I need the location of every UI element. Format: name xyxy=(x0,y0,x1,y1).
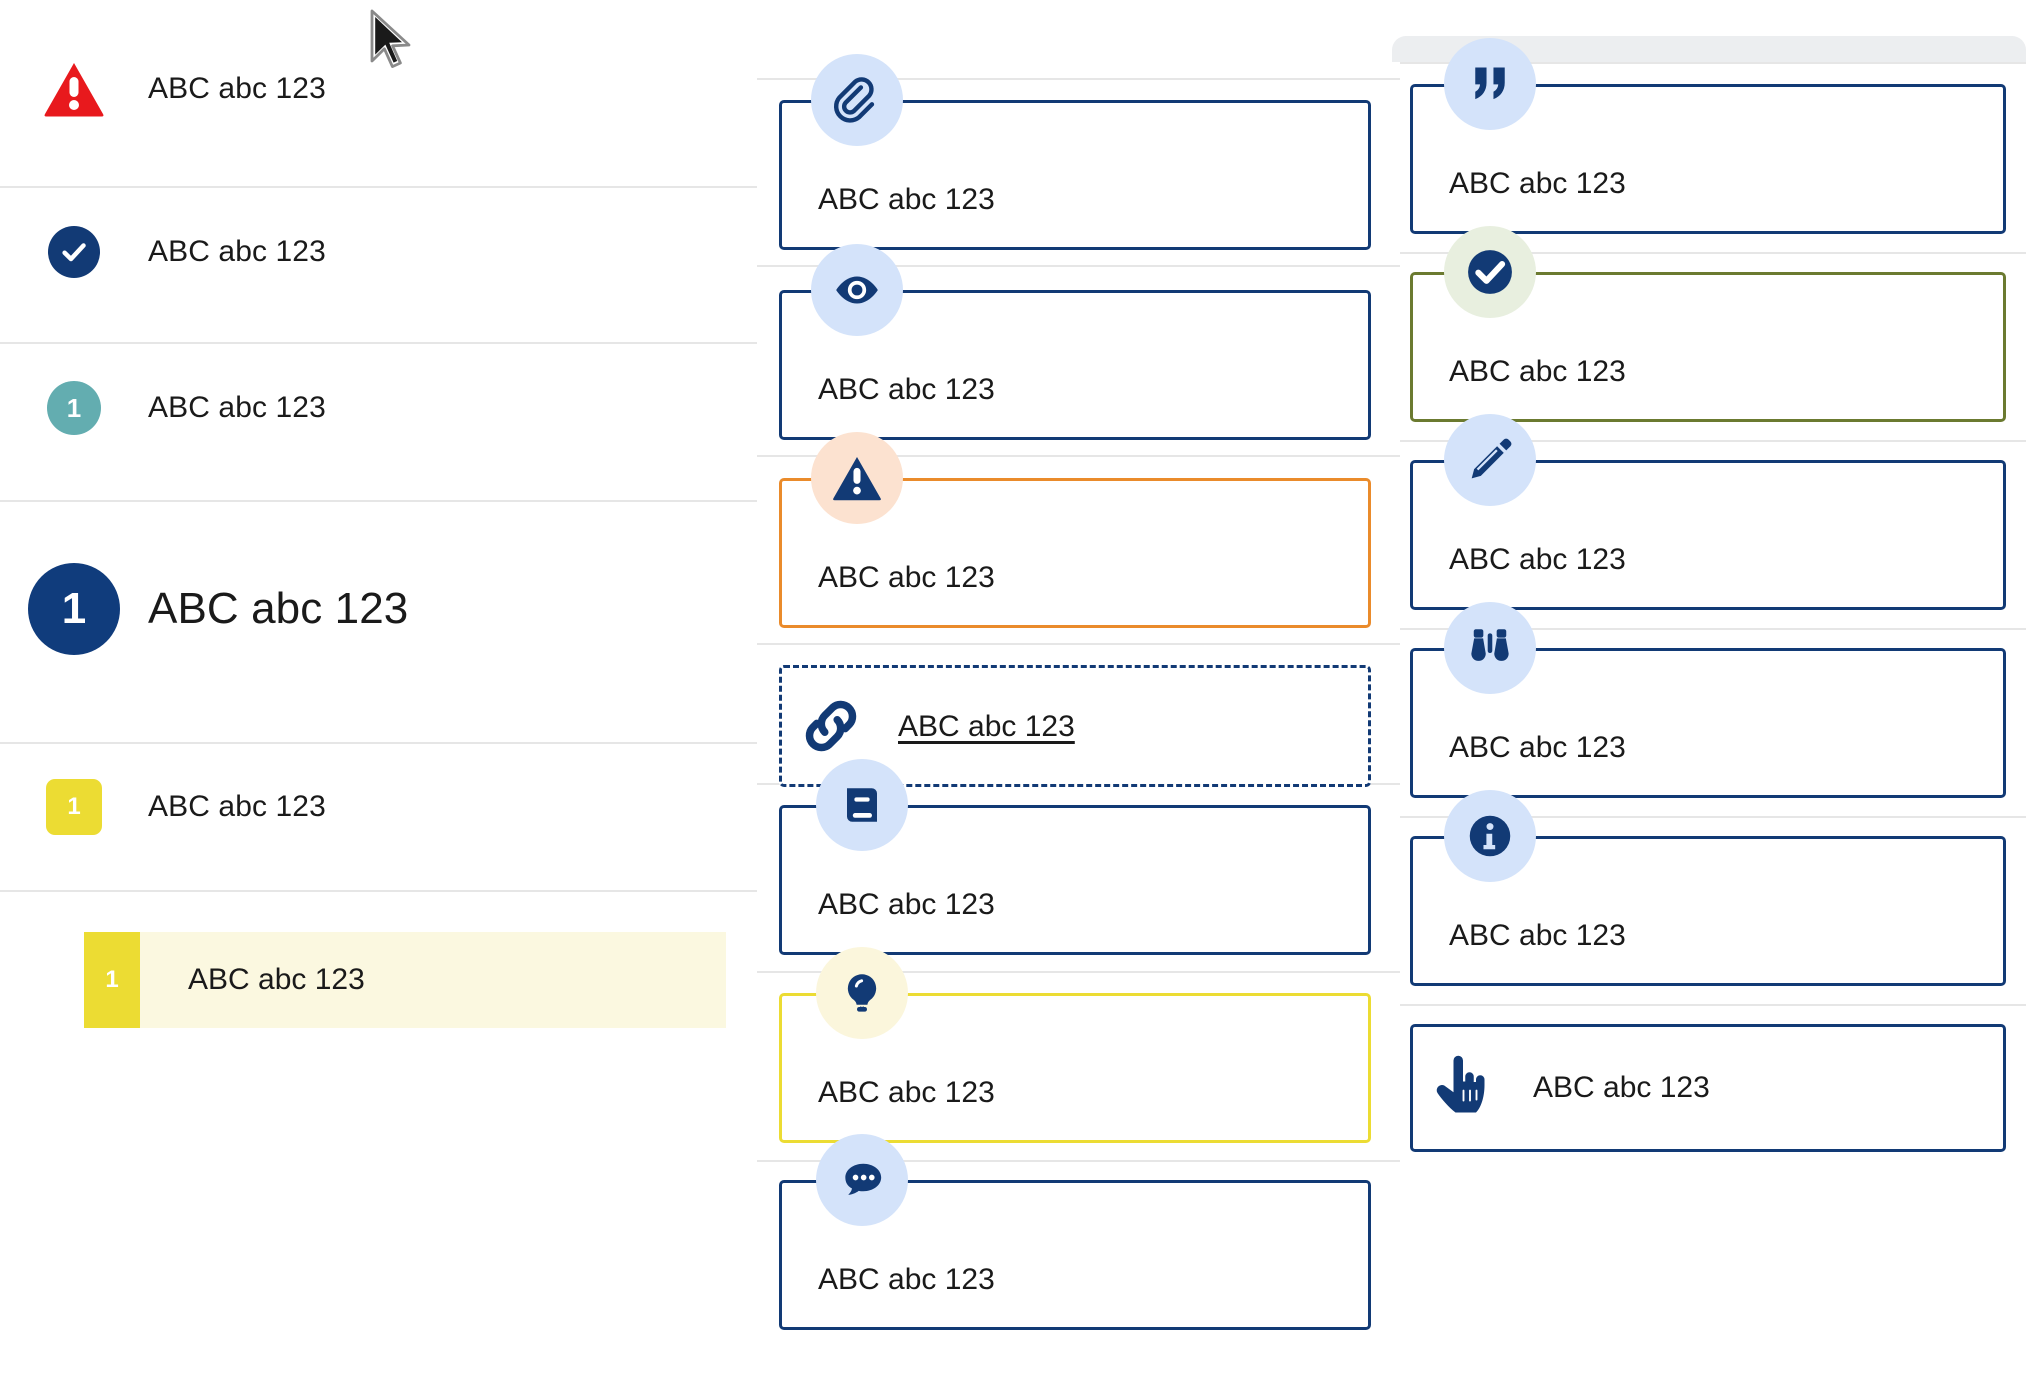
warning-triangle-icon xyxy=(811,432,903,524)
card-label: ABC abc 123 xyxy=(818,183,995,216)
card-comment[interactable]: ABC abc 123 xyxy=(779,1180,1371,1330)
legend-row-selected[interactable]: 1 ABC abc 123 xyxy=(84,932,726,1028)
card-label: ABC abc 123 xyxy=(818,1076,995,1109)
quote-icon xyxy=(1444,38,1536,130)
card-separator xyxy=(1400,1004,2026,1006)
check-circle-navy-icon xyxy=(48,226,100,278)
eye-icon xyxy=(811,244,903,336)
card-separator xyxy=(757,1160,1400,1162)
card-separator xyxy=(1400,628,2026,630)
card-separator xyxy=(1400,816,2026,818)
info-circle-icon xyxy=(1444,790,1536,882)
warning-triangle-red-icon xyxy=(43,61,105,117)
legend-label: ABC abc 123 xyxy=(148,72,326,105)
pencil-icon xyxy=(1444,414,1536,506)
book-icon xyxy=(816,759,908,851)
number-circle-navy-large-icon: 1 xyxy=(28,563,120,655)
legend-label: ABC abc 123 xyxy=(148,235,326,268)
card-label: ABC abc 123 xyxy=(1533,1071,1710,1104)
card-separator xyxy=(1400,252,2026,254)
badge-number: 1 xyxy=(67,793,81,820)
number-bar-yellow-icon: 1 xyxy=(84,932,140,1028)
legend-separator xyxy=(0,890,757,892)
check-circle-icon xyxy=(1444,226,1536,318)
badge-cell: 1 xyxy=(0,381,148,435)
legend-row-warning[interactable]: ABC abc 123 xyxy=(0,24,757,154)
card-separator xyxy=(1400,62,2026,64)
badge-number: 1 xyxy=(66,392,82,423)
card-separator xyxy=(1400,440,2026,442)
card-label: ABC abc 123 xyxy=(1449,167,1626,200)
card-pencil[interactable]: ABC abc 123 xyxy=(1410,460,2006,610)
badge-cell: 1 xyxy=(0,779,148,835)
card-label: ABC abc 123 xyxy=(818,561,995,594)
card-separator xyxy=(757,643,1400,645)
left-legend-column: ABC abc 123 ABC abc 123 xyxy=(0,0,757,1392)
card-link-label[interactable]: ABC abc 123 xyxy=(898,710,1075,743)
speech-bubble-icon xyxy=(816,1134,908,1226)
paperclip-icon xyxy=(811,54,903,146)
number-square-yellow-icon: 1 xyxy=(46,779,102,835)
card-pointer[interactable]: ABC abc 123 xyxy=(1410,1024,2006,1152)
badge-cell xyxy=(0,226,148,278)
pointing-hand-icon xyxy=(1430,1054,1492,1129)
card-eye[interactable]: ABC abc 123 xyxy=(779,290,1371,440)
number-circle-teal-icon: 1 xyxy=(47,381,101,435)
lightbulb-icon xyxy=(816,947,908,1039)
card-separator xyxy=(757,455,1400,457)
card-label: ABC abc 123 xyxy=(818,1263,995,1296)
link-chain-icon xyxy=(800,695,862,762)
legend-label: ABC abc 123 xyxy=(148,790,326,823)
card-label: ABC abc 123 xyxy=(818,888,995,921)
card-label: ABC abc 123 xyxy=(1449,543,1626,576)
legend-row-check[interactable]: ABC abc 123 xyxy=(0,186,757,316)
middle-card-column: ABC abc 123 ABC abc 123 ABC abc 123 xyxy=(757,54,1400,1330)
legend-row-number-teal[interactable]: 1 ABC abc 123 xyxy=(0,342,757,472)
legend-row-number-yellow[interactable]: 1 ABC abc 123 xyxy=(0,742,757,870)
badge-cell: 1 xyxy=(0,563,148,655)
card-separator xyxy=(757,78,1400,80)
badge-number: 1 xyxy=(61,584,87,633)
legend-row-number-navy-large[interactable]: 1 ABC abc 123 xyxy=(0,500,757,716)
card-separator xyxy=(757,971,1400,973)
legend-label: ABC abc 123 xyxy=(188,963,365,996)
card-label: ABC abc 123 xyxy=(1449,919,1626,952)
badge-number: 1 xyxy=(105,966,119,993)
binoculars-icon xyxy=(1444,602,1536,694)
card-check[interactable]: ABC abc 123 xyxy=(1410,272,2006,422)
card-label: ABC abc 123 xyxy=(818,373,995,406)
card-separator xyxy=(757,265,1400,267)
badge-cell xyxy=(0,61,148,117)
legend-label: ABC abc 123 xyxy=(148,584,409,633)
card-label: ABC abc 123 xyxy=(1449,731,1626,764)
card-label: ABC abc 123 xyxy=(1449,355,1626,388)
legend-label: ABC abc 123 xyxy=(148,391,326,424)
